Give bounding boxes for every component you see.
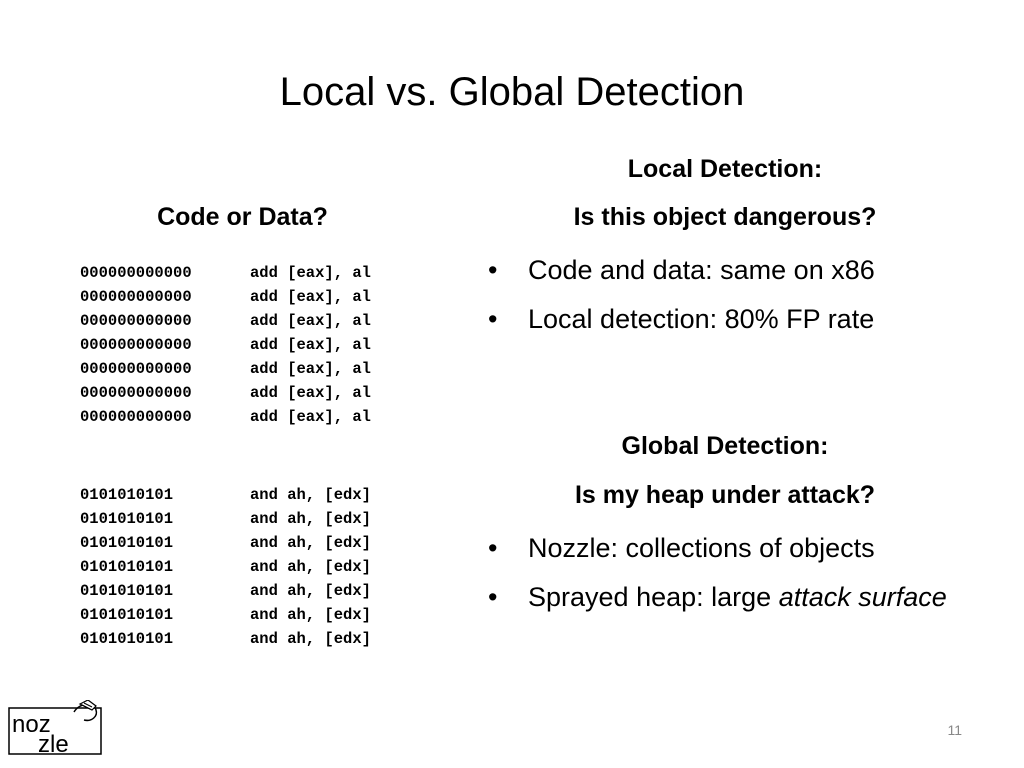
code-bytes: 000000000000	[80, 264, 192, 282]
code-instruction: add [eax], al	[250, 336, 371, 354]
code-instruction: and ah, [edx]	[250, 630, 371, 648]
code-group-zeros: 000000000000 add [eax], al 000000000000 add…	[80, 261, 371, 429]
code-line: 000000000000 add [eax], al	[80, 333, 371, 357]
code-bytes: 000000000000	[80, 360, 192, 378]
code-bytes: 0101010101	[80, 606, 174, 624]
code-bytes: 0101010101	[80, 534, 174, 552]
bullet-dot: •	[488, 533, 498, 563]
code-bytes: 000000000000	[80, 384, 192, 402]
code-line: 0101010101 and ah, [edx]	[80, 579, 371, 603]
code-line: 000000000000 add [eax], al	[80, 285, 371, 309]
nozzle-logo-icon: noz zle	[8, 699, 104, 758]
code-line: 0101010101 and ah, [edx]	[80, 507, 371, 531]
code-instruction: add [eax], al	[250, 408, 371, 426]
bullet-text: Code and data: same on x86	[528, 255, 875, 285]
code-instruction: and ah, [edx]	[250, 534, 371, 552]
bullet-text: Nozzle: collections of objects	[528, 533, 875, 563]
code-instruction: and ah, [edx]	[250, 486, 371, 504]
bullet-item: • Local detection: 80% FP rate	[488, 299, 958, 340]
logo-text-bottom: zle	[38, 731, 69, 756]
code-line: 0101010101 and ah, [edx]	[80, 627, 371, 651]
global-detection-question: Is my heap under attack?	[574, 481, 876, 509]
code-line: 0101010101 and ah, [edx]	[80, 483, 371, 507]
code-bytes: 0101010101	[80, 582, 174, 600]
code-bytes: 000000000000	[80, 336, 192, 354]
code-instruction: and ah, [edx]	[250, 558, 371, 576]
code-bytes: 0101010101	[80, 510, 174, 528]
code-bytes: 0101010101	[80, 486, 174, 504]
code-line: 0101010101 and ah, [edx]	[80, 531, 371, 555]
local-detection-heading: Local Detection:	[627, 155, 823, 183]
code-instruction: add [eax], al	[250, 384, 371, 402]
code-group-ones: 0101010101 and ah, [edx] 0101010101 and ah,…	[80, 483, 371, 651]
code-instruction: and ah, [edx]	[250, 582, 371, 600]
code-bytes: 000000000000	[80, 408, 192, 426]
logo-text-top: noz	[12, 711, 51, 738]
code-instruction: add [eax], al	[250, 360, 371, 378]
code-instruction: add [eax], al	[250, 312, 371, 330]
code-instruction: and ah, [edx]	[250, 606, 371, 624]
bullet-dot: •	[488, 255, 498, 285]
code-line: 000000000000 add [eax], al	[80, 261, 371, 285]
bullet-text-plain: Sprayed heap: large	[528, 582, 779, 612]
local-bullets: • Code and data: same on x86 • Local det…	[488, 250, 958, 348]
code-bytes: 000000000000	[80, 312, 192, 330]
code-instruction: add [eax], al	[250, 264, 371, 282]
local-detection-question: Is this object dangerous?	[573, 203, 877, 231]
code-bytes: 000000000000	[80, 288, 192, 306]
code-line: 0101010101 and ah, [edx]	[80, 603, 371, 627]
bullet-dot: •	[488, 304, 498, 334]
global-detection-heading: Global Detection:	[621, 432, 829, 460]
code-or-data-heading: Code or Data?	[157, 203, 328, 231]
bullet-item: • Nozzle: collections of objects	[488, 528, 958, 569]
code-bytes: 0101010101	[80, 630, 174, 648]
code-line: 000000000000 add [eax], al	[80, 405, 371, 429]
bullet-text: Local detection: 80% FP rate	[528, 304, 875, 334]
code-line: 000000000000 add [eax], al	[80, 381, 371, 405]
code-bytes: 0101010101	[80, 558, 174, 576]
code-line: 000000000000 add [eax], al	[80, 309, 371, 333]
code-instruction: add [eax], al	[250, 288, 371, 306]
bullet-text-italic: attack surface	[778, 582, 947, 612]
bullet-item: • Code and data: same on x86	[488, 250, 958, 291]
slide-title: Local vs. Global Detection	[279, 70, 745, 114]
code-line: 0101010101 and ah, [edx]	[80, 555, 371, 579]
global-bullets: • Nozzle: collections of objects • Spray…	[488, 528, 958, 626]
code-line: 000000000000 add [eax], al	[80, 357, 371, 381]
page-number: 11	[947, 722, 962, 738]
bullet-item: • Sprayed heap: large attack surface	[488, 577, 958, 618]
bullet-dot: •	[488, 582, 498, 612]
code-instruction: and ah, [edx]	[250, 510, 371, 528]
